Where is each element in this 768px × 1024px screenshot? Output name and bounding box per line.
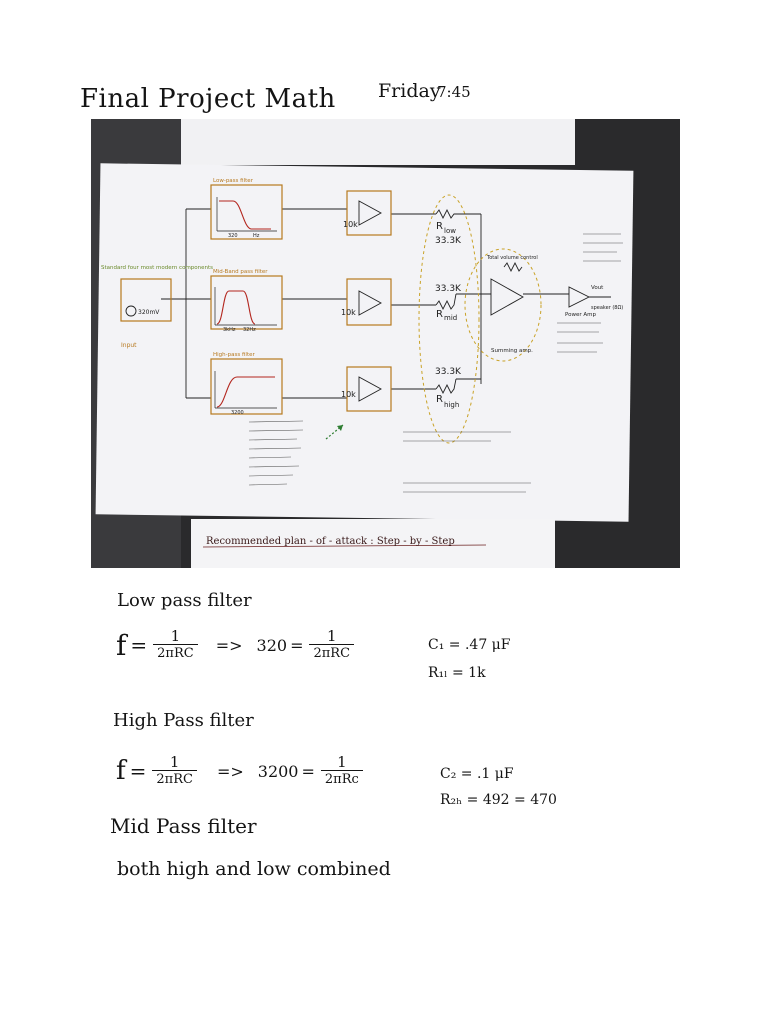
summing-label: Summing amp. <box>491 348 533 354</box>
summing-amp <box>490 278 524 316</box>
op-amp-box-mid <box>346 278 392 326</box>
op-amp-low <box>358 200 382 226</box>
r1-value: R₁ₗ = 1k <box>428 665 486 681</box>
high-pass-title: High-pass filter <box>213 352 255 358</box>
mid-pass-box <box>210 275 283 330</box>
low-pass-tick-unit: Hz <box>253 233 260 239</box>
high-value: 3200 <box>257 761 299 781</box>
r-high-value: 33.3K <box>435 367 462 377</box>
r-mid-label: R <box>436 309 443 320</box>
r-high-sub: high <box>444 401 459 409</box>
high-pass-box <box>210 358 283 415</box>
r-low-label: R <box>436 221 443 232</box>
low-pass-heading: Low pass filter <box>117 590 252 611</box>
vout-label: Vout <box>591 285 604 291</box>
low-pass-box <box>210 184 283 240</box>
low-value: 320 <box>256 635 288 655</box>
page-title: Final Project Math <box>80 84 336 114</box>
high-f-symbol: f <box>116 756 126 786</box>
loading-outline <box>418 194 480 444</box>
r-mid-value: 33.3K <box>435 284 462 294</box>
mid-pass-title: Mid-Band pass filter <box>213 269 268 275</box>
whiteboard-photo: Recommended plan - of - attack : Step - … <box>91 119 680 568</box>
r-low-value: 33.3K <box>435 236 462 246</box>
whiteboard-notes <box>248 233 623 493</box>
high-pass-tick: 3200 <box>231 410 244 416</box>
op-amp-box-high <box>346 366 392 412</box>
r-high-label: R <box>436 394 443 405</box>
source-title: Standard four most modern components <box>101 265 213 271</box>
time-label: 7:45 <box>437 83 471 101</box>
plan-heading: Recommended plan - of - attack : Step - … <box>206 536 455 547</box>
top-paper-strip <box>181 119 575 165</box>
low-f-symbol: f <box>116 628 127 662</box>
r-low-sub: low <box>444 227 456 235</box>
op-amp-mid <box>358 290 382 316</box>
day-label: Friday <box>378 80 441 102</box>
low-arrow: => <box>215 635 243 655</box>
r-in-mid: 10k <box>341 308 356 317</box>
mid-pass-heading: Mid Pass filter <box>110 814 257 838</box>
high-pass-heading: High Pass filter <box>113 710 254 731</box>
source-symbol <box>125 305 137 317</box>
source-box <box>120 278 172 322</box>
r-in-low: 10k <box>343 220 358 229</box>
op-amp-high <box>358 376 382 402</box>
power-amp-label: Power Amp <box>565 312 596 318</box>
power-amp <box>568 286 591 308</box>
input-label: Input <box>121 342 137 349</box>
whiteboard <box>95 163 634 522</box>
summing-outline <box>464 248 542 362</box>
c2-value: C₂ = .1 μF <box>440 766 514 782</box>
volume-label: Total volume control <box>486 255 538 261</box>
mid-pass-tick-2: 32Hz <box>243 327 256 333</box>
high-arrow: => <box>216 761 244 781</box>
low-pass-tick: 320 <box>228 233 238 239</box>
c1-value: C₁ = .47 μF <box>428 637 511 653</box>
op-amp-box-low <box>346 190 392 236</box>
mid-pass-note: both high and low combined <box>117 858 391 880</box>
low-pass-curve <box>219 200 271 230</box>
high-pass-curve <box>216 376 275 408</box>
r-mid-sub: mid <box>444 314 457 322</box>
mid-pass-tick: 3kHz <box>223 327 236 333</box>
low-pass-title: Low-pass filter <box>213 178 254 184</box>
speaker-label: speaker (8Ω) <box>591 305 623 311</box>
mid-pass-curve <box>216 290 256 325</box>
source-value: 320mV <box>138 309 160 316</box>
r2-value: R₂ₕ = 492 = 470 <box>440 792 557 808</box>
r-in-high: 10k <box>341 390 356 399</box>
bottom-paper <box>191 519 555 568</box>
